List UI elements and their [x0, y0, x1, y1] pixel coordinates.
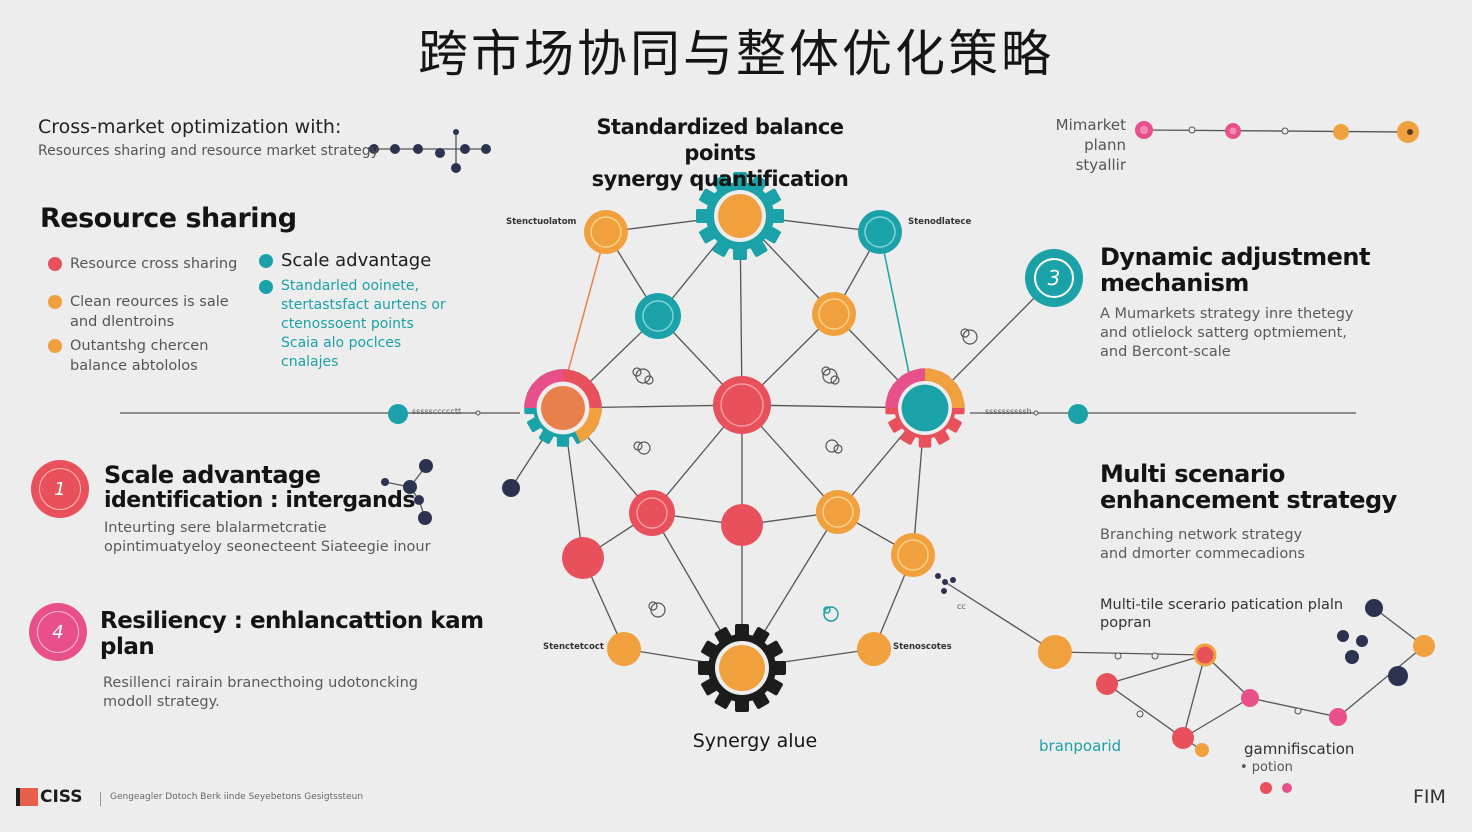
badge-1: 1 [31, 460, 89, 518]
scale-line: Standarled ooinete, [281, 278, 419, 294]
branch-label: branpoarid [1039, 737, 1122, 755]
resource-sharing-list: Resource cross sharing Clean reources is… [48, 254, 248, 376]
node-label: Stenoscotes [893, 642, 952, 652]
center-top-label: Standardized balance points synergy quan… [560, 114, 880, 192]
gear-icon-bottom [698, 624, 786, 712]
scale-advantage-body: Standarled ooinete, stertastsfact aurten… [259, 277, 446, 372]
node-label: sssssccccctt [412, 407, 462, 416]
dynamic-heading-l2: mechanism [1100, 269, 1249, 297]
footer-logo: CISS [16, 787, 83, 807]
badge-4: 4 [29, 603, 87, 661]
footer-divider [100, 792, 101, 806]
node-label: cc [957, 602, 966, 611]
center-top-line2: synergy quantification [591, 167, 849, 191]
scale-line: cnalajes [281, 354, 339, 370]
logo-text: CISS [40, 787, 83, 807]
list-item-text: Resource cross sharing [70, 256, 238, 272]
top-left-heading: Cross-market optimization with: [38, 116, 342, 138]
node-label: Stenctetcoct [543, 642, 604, 652]
multi-heading: Multi scenario enhancement strategy [1100, 461, 1397, 513]
resiliency-heading-l2: plan [100, 634, 155, 660]
scale-ident-heading-l2: identification : intergands [104, 488, 415, 513]
fim-label: FIM [1413, 786, 1446, 808]
footer-caption: Gengeagler Dotoch Berk iinde Seyebetons … [110, 792, 364, 802]
top-right-line1: Mimarket [1055, 116, 1126, 134]
orange-bullet-icon [48, 339, 62, 353]
list-item: Resource cross sharing [48, 254, 248, 274]
dynamic-heading: Dynamic adjustment mechanism [1100, 244, 1370, 296]
gamm-label: gamnifiscation [1244, 740, 1355, 758]
top-left-sub: Resources sharing and resource market st… [38, 143, 379, 159]
teal-bullet-icon [259, 253, 273, 268]
list-item-text: Clean reources is sale and dlentroins [70, 294, 229, 330]
multi-heading-l1: Multi scenario [1100, 460, 1285, 488]
badge-number: 1 [39, 468, 81, 510]
top-right-line2: plann styallir [1075, 136, 1126, 174]
gear-icon-top [696, 172, 784, 260]
scale-line: ctenossoent points [281, 316, 414, 332]
scale-ident-body: Inteurting sere blalarmetcratie opintimu… [104, 520, 431, 555]
badge-number: 3 [1034, 258, 1074, 298]
teal-bullet-icon [259, 280, 273, 294]
resource-sharing-heading: Resource sharing [40, 203, 297, 234]
red-bullet-icon [48, 257, 62, 271]
page-title: 跨市场协同与整体优化策略 [418, 25, 1054, 83]
resiliency-heading-l1: Resiliency : enhlancattion kam [100, 608, 484, 634]
scale-advantage-title-row: Scale advantage [259, 250, 446, 271]
node-label: Stenodlatece [908, 217, 972, 227]
multi-body: Branching network strategy and dmorter c… [1100, 527, 1305, 562]
list-item: Clean reources is sale and dlentroins [48, 292, 248, 332]
multi-heading-l2: enhancement strategy [1100, 486, 1397, 514]
logo-mark-icon [16, 788, 38, 806]
top-right-label: Mimarket plann styallir [1030, 115, 1126, 175]
node-label: ssssssssssh [985, 407, 1032, 416]
list-item: Outantshg chercen balance abtololos [48, 336, 248, 376]
scale-advantage-block: Scale advantage Standarled ooinete, ster… [259, 250, 446, 372]
orange-bullet-icon [48, 295, 62, 309]
dynamic-heading-l1: Dynamic adjustment [1100, 243, 1370, 271]
resiliency-heading: Resiliency : enhlancattion kam plan [100, 608, 484, 660]
gamm-sub-label: • potion [1240, 760, 1293, 775]
dynamic-body: A Mumarkets strategy inre thetegy and ot… [1100, 306, 1354, 360]
gear-icon-left [524, 369, 602, 447]
node-label: Stenctuolatom [506, 217, 577, 227]
scale-ident-heading-l1: Scale advantage [104, 461, 321, 489]
badge-number: 4 [37, 611, 79, 653]
scale-line: Scaia alo poclces [281, 335, 402, 351]
multi-sub: Multi-tile scerario patication plaln pop… [1100, 597, 1344, 631]
center-top-line1: Standardized balance points [596, 115, 844, 165]
list-item-text: Outantshg chercen balance abtololos [70, 338, 209, 374]
scale-ident-heading: Scale advantage identification : interga… [104, 462, 415, 514]
scale-line: stertastsfact aurtens or [281, 297, 446, 313]
synergy-label: Synergy alue [692, 730, 818, 752]
badge-3: 3 [1025, 249, 1083, 307]
resiliency-body: Resillenci rairain branecthoing udotonck… [103, 675, 418, 710]
scale-advantage-heading: Scale advantage [281, 250, 432, 271]
gear-icon-right [885, 368, 965, 448]
